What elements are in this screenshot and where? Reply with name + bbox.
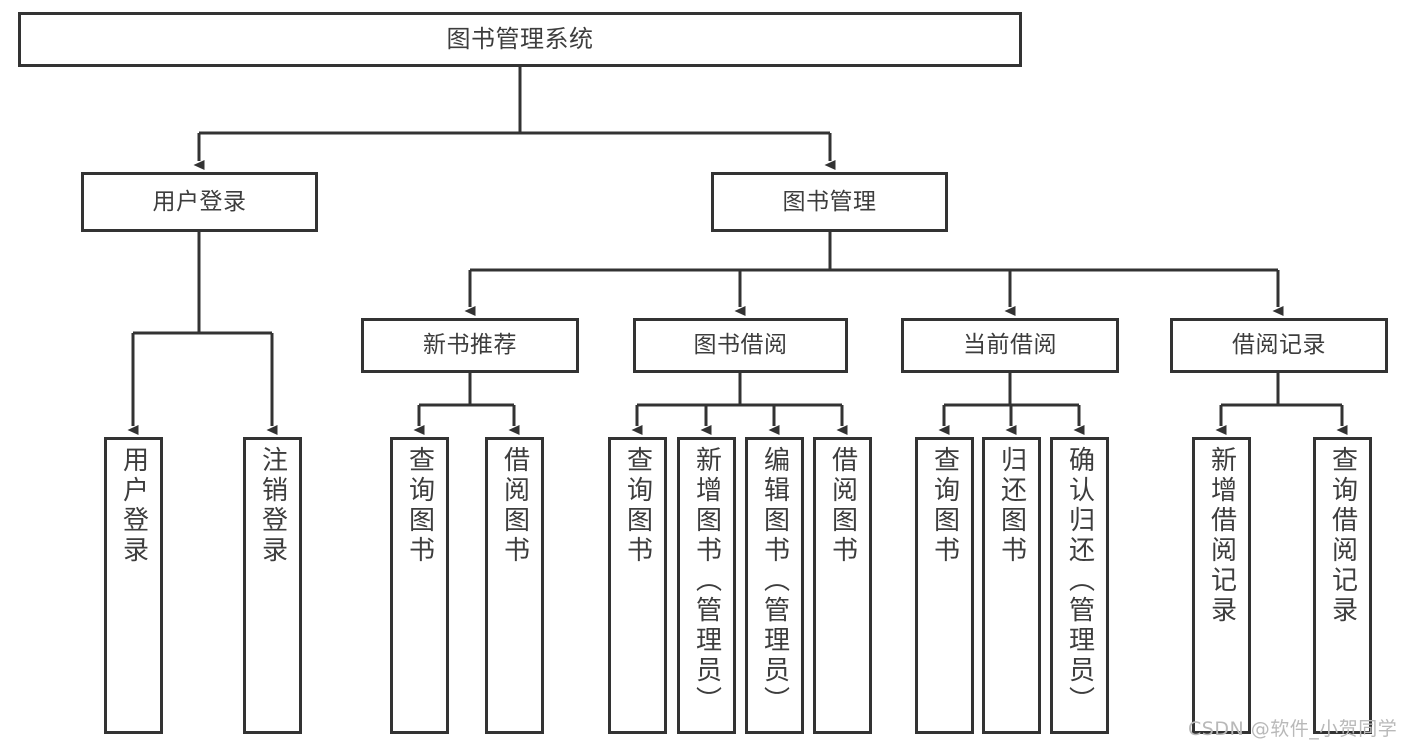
leaf-user-login[interactable]: 用户登录 [104,437,163,734]
leaf-query-book-borrow[interactable]: 查询图书 [608,437,667,734]
node-label: 注销登录 [257,446,288,566]
node-label: 用户登录 [152,188,247,215]
leaf-query-book-recommend[interactable]: 查询图书 [390,437,449,734]
node-new-book-recommend[interactable]: 新书推荐 [361,318,579,373]
leaf-add-borrow-record[interactable]: 新增借阅记录 [1192,437,1251,734]
leaf-return-book[interactable]: 归还图书 [982,437,1041,734]
leaf-logout-login[interactable]: 注销登录 [243,437,302,734]
node-label: 借阅记录 [1232,332,1326,359]
node-label: 新增图书（管理员） [691,446,722,716]
node-label: 借阅图书 [499,446,530,566]
node-label: 确认归还（管理员） [1064,446,1095,716]
node-book-borrow[interactable]: 图书借阅 [633,318,848,373]
leaf-query-book-current[interactable]: 查询图书 [915,437,974,734]
node-label: 新增借阅记录 [1206,446,1237,626]
leaf-query-borrow-record[interactable]: 查询借阅记录 [1313,437,1372,734]
node-label: 编辑图书（管理员） [759,446,790,716]
leaf-borrow-book[interactable]: 借阅图书 [813,437,872,734]
node-label: 归还图书 [996,446,1027,566]
leaf-edit-book-admin[interactable]: 编辑图书（管理员） [745,437,804,734]
node-borrow-record[interactable]: 借阅记录 [1170,318,1388,373]
node-label: 查询图书 [404,446,435,566]
node-book-management[interactable]: 图书管理 [711,172,948,232]
node-user-login[interactable]: 用户登录 [81,172,318,232]
node-label: 图书借阅 [693,332,788,359]
node-label: 图书管理系统 [446,24,594,53]
node-label: 当前借阅 [963,332,1057,359]
leaf-add-book-admin[interactable]: 新增图书（管理员） [677,437,736,734]
node-root-system[interactable]: 图书管理系统 [18,12,1022,67]
csdn-watermark: CSDN @软件_小贺同学 [1188,718,1398,740]
node-label: 查询图书 [622,446,653,566]
leaf-borrow-book-recommend[interactable]: 借阅图书 [485,437,544,734]
node-label: 借阅图书 [827,446,858,566]
leaf-confirm-return-admin[interactable]: 确认归还（管理员） [1050,437,1109,734]
node-label: 图书管理 [782,188,877,215]
node-label: 新书推荐 [423,332,517,359]
node-current-borrow[interactable]: 当前借阅 [901,318,1119,373]
node-label: 查询借阅记录 [1327,446,1358,626]
node-label: 用户登录 [118,446,149,566]
node-label: 查询图书 [929,446,960,566]
